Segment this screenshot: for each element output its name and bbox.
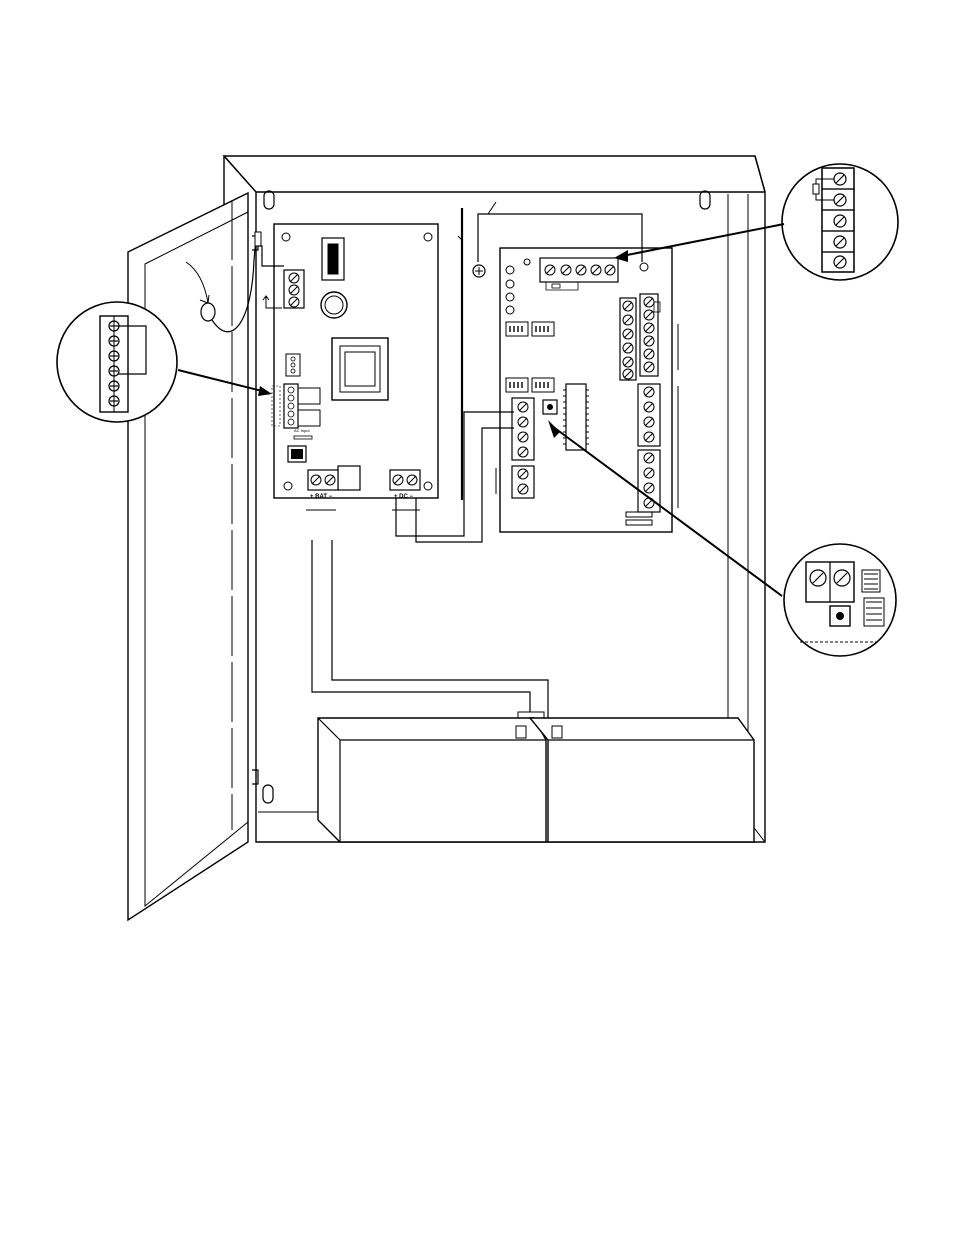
ac-label: AC Input	[294, 428, 310, 433]
battery-left	[318, 718, 546, 842]
output-terminal-right-b	[640, 294, 660, 376]
aux-terminal	[512, 466, 534, 498]
dc-label: + DC −	[394, 494, 414, 500]
output-terminal-right-a	[620, 298, 636, 380]
enclosure-door[interactable]	[128, 193, 261, 920]
bat-label: + BAT −	[310, 494, 333, 500]
relay-terminal-upper	[638, 384, 660, 446]
power-input-terminal	[512, 398, 534, 460]
ac-input-terminal	[284, 270, 304, 308]
battery-right	[530, 718, 754, 842]
power-supply-board: AC Input	[258, 224, 438, 500]
